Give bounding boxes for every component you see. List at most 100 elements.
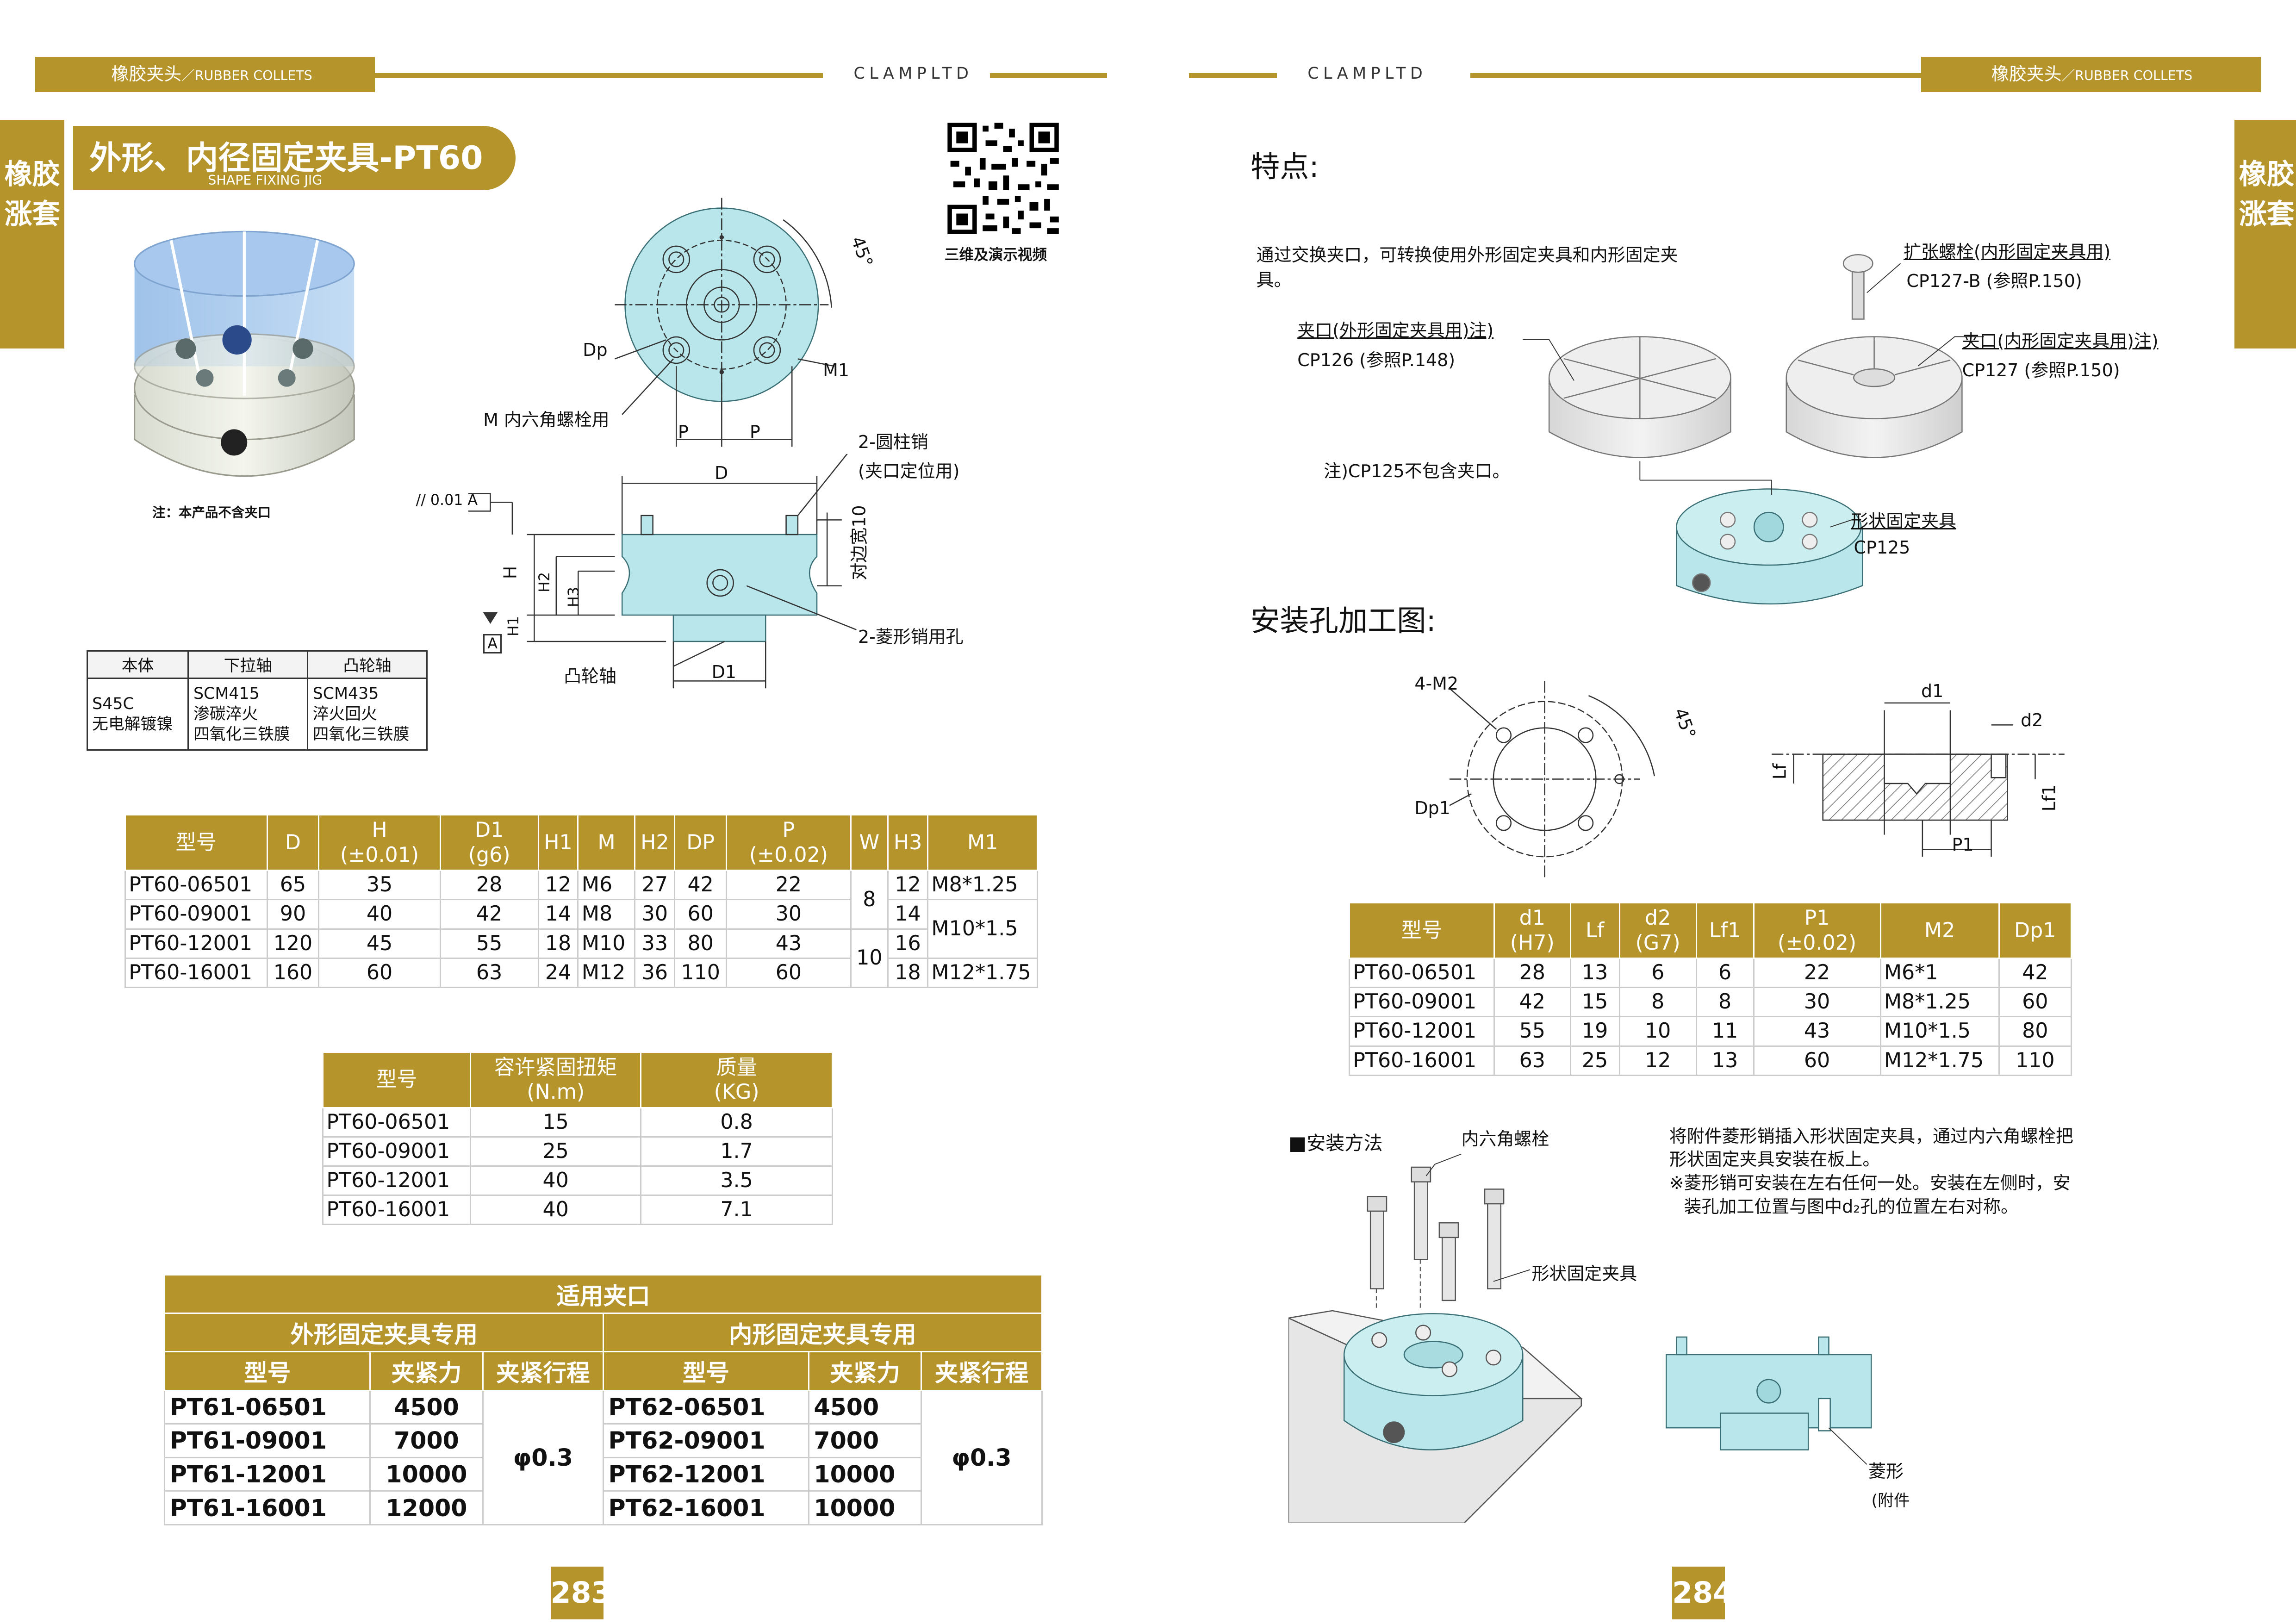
collet-cell: PT62-06501 [602,1389,809,1425]
header-rule [1189,73,1277,78]
spec-cell: M10 [577,928,636,959]
hole-cell: PT60-12001 [1348,1016,1495,1047]
hole-cell: 6 [1695,958,1755,989]
mount-label-hex-bolt: 内六角螺栓 [1461,1128,1549,1149]
spec-cell: 55 [439,928,539,959]
label-dp1: Dp1 [1414,798,1450,819]
hole-cell: 13 [1695,1045,1755,1076]
brand-name-right: CLAMPLTD [1307,64,1427,83]
material-header: 下拉轴 [187,650,309,679]
collet-cell: 4500 [808,1389,922,1425]
spec-cell: 90 [266,899,320,930]
spec-cell: 36 [634,957,676,988]
hole-cell: PT60-16001 [1348,1045,1495,1076]
spec-cell: 160 [266,957,320,988]
label-h2: H2 [536,572,553,593]
label-a: A [483,634,502,653]
hole-cell: 60 [1998,987,2072,1018]
torque-cell: PT60-06501 [322,1107,472,1138]
torque-header: 型号 [322,1051,472,1108]
spec-cell: M10*1.5 [927,899,1039,959]
spec-header: D1 (g6) [439,814,539,871]
side-tab-right: 橡胶涨套 [2234,120,2296,348]
header-rule [374,73,823,78]
page-number-right: 284 [1672,1567,1733,1620]
hole-header: 型号 [1348,902,1495,959]
spec-cell: 45 [318,928,441,959]
spec-header: H1 [537,814,579,871]
spec-cell: 27 [634,870,676,901]
collet-cell: 10000 [369,1456,484,1492]
hole-cell: 28 [1493,958,1571,989]
collet-header: 型号 [602,1351,809,1391]
hole-cell: 25 [1569,1045,1620,1076]
label-flat: 对边宽10 [849,505,870,580]
mount-title: ■安装方法 [1288,1132,1383,1155]
material-header: 本体 [86,650,189,679]
spec-cell: 10 [850,928,889,988]
hole-cell: PT60-09001 [1348,987,1495,1018]
label-p1: P1 [1952,834,1974,855]
collet-cell: 12000 [369,1490,484,1525]
torque-cell: 7.1 [640,1195,834,1226]
torque-header: 容许紧固扭矩 (N.m) [470,1051,641,1108]
torque-cell: 40 [470,1165,641,1196]
spec-cell: 60 [674,899,728,930]
label-pin-sub: (夹口定位用) [858,461,960,482]
spec-cell: M12 [577,957,636,988]
hole-cell: M10*1.5 [1879,1016,2000,1047]
side-tab-left: 橡胶涨套 [0,120,65,348]
mount-text-2: 形状固定夹具安装在板上。 [1669,1149,1880,1170]
label-d1-install: d1 [1921,681,1944,702]
spec-cell: 43 [726,928,852,959]
hole-header: P1 (±0.02) [1753,902,1881,959]
hole-cell: 12 [1618,1045,1697,1076]
spec-cell: 8 [850,870,889,930]
collet-stroke: φ0.3 [482,1389,604,1525]
table-row: PT61-06501 4500 φ0.3 PT62-06501 4500 φ0.… [164,1389,1043,1525]
page-subtitle: SHAPE FIXING JIG [208,173,323,188]
material-header: 凸轮轴 [307,650,428,679]
mount-text-3: ※菱形销可安装在左右任何一处。安装在左侧时，安 [1669,1173,2071,1194]
label-p-1: P [678,422,689,442]
hole-header: d1 (H7) [1493,902,1571,959]
spec-header: H (±0.01) [318,814,441,871]
hole-cell: PT60-06501 [1348,958,1495,989]
label-lf1: Lf1 [2039,784,2060,812]
header-section-left: 橡胶夹头／RUBBER COLLETS [35,57,375,93]
qr-code[interactable] [944,120,1062,237]
collet-cell: PT62-12001 [602,1456,809,1492]
hole-header: Dp1 [1998,902,2072,959]
spec-cell: 40 [318,899,441,930]
spec-cell: 30 [634,899,676,930]
callout-expand-bolt: 扩张螺栓(内形固定夹具用) [1904,241,2111,262]
hole-cell: 13 [1569,958,1620,989]
spec-cell: PT60-06501 [124,870,268,901]
callout-collet-outer: 夹口(外形固定夹具用)注) [1297,320,1494,341]
torque-cell: 1.7 [640,1136,834,1167]
torque-cell: 40 [470,1195,641,1226]
qr-label: 三维及演示视频 [944,247,1047,264]
product-photo [134,230,355,477]
spec-cell: 12 [887,870,929,901]
hole-cell: 6 [1618,958,1697,989]
collet-header: 夹紧力 [808,1351,922,1391]
collet-table: 适用夹口 外形固定夹具专用 内形固定夹具专用 型号 夹紧力 夹紧行程 型号 夹紧… [164,1274,1043,1525]
spec-cell: 24 [537,957,579,988]
header-rule [989,73,1107,78]
mount-text-4: 装孔加工位置与图中d₂孔的位置左右对称。 [1684,1196,2018,1217]
features-text: 通过交换夹口，可转换使用外形固定夹具和内形固定夹具。 [1256,245,1678,290]
spec-cell: 42 [674,870,728,901]
features-title: 特点: [1250,149,1319,184]
collet-header: 夹紧行程 [482,1351,604,1391]
collet-group-inner: 内形固定夹具专用 [602,1312,1043,1353]
callout-note: 注)CP125不包含夹口。 [1324,461,1510,482]
